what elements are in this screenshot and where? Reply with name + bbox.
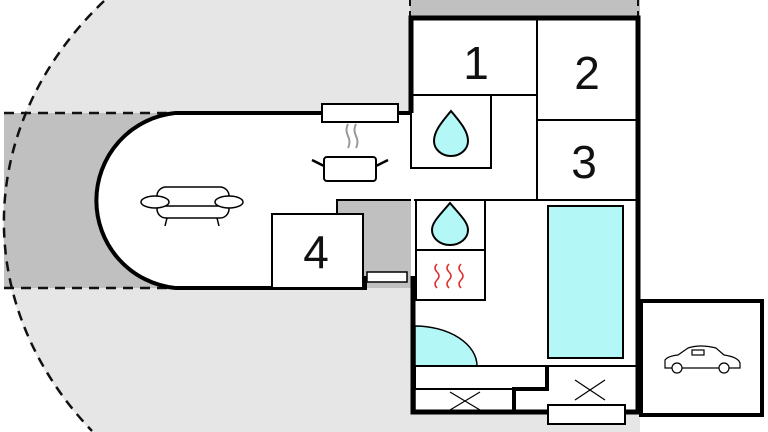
storage-cross-icon bbox=[449, 391, 481, 411]
room-3-label: 3 bbox=[571, 136, 597, 188]
room-2: 2 bbox=[536, 17, 639, 121]
storage-cross-icon bbox=[574, 379, 606, 401]
bathroom-1 bbox=[410, 94, 492, 169]
water-drop-icon bbox=[430, 201, 470, 246]
sauna-heat-icon bbox=[434, 263, 464, 289]
sofa-icon bbox=[140, 186, 244, 227]
top-terrace-strip bbox=[410, 0, 640, 18]
water-drop-icon bbox=[432, 109, 470, 157]
sauna bbox=[415, 249, 486, 301]
kitchen-pot-icon bbox=[311, 123, 389, 182]
room-2-label: 2 bbox=[574, 47, 600, 99]
window-icon bbox=[366, 271, 408, 283]
car-icon bbox=[664, 345, 741, 374]
window-icon bbox=[547, 404, 626, 425]
pool-icon bbox=[547, 205, 624, 359]
room-4: 4 bbox=[271, 213, 364, 289]
room-1-label: 1 bbox=[463, 37, 489, 89]
window-icon bbox=[321, 103, 399, 123]
room-4-label: 4 bbox=[303, 226, 329, 278]
